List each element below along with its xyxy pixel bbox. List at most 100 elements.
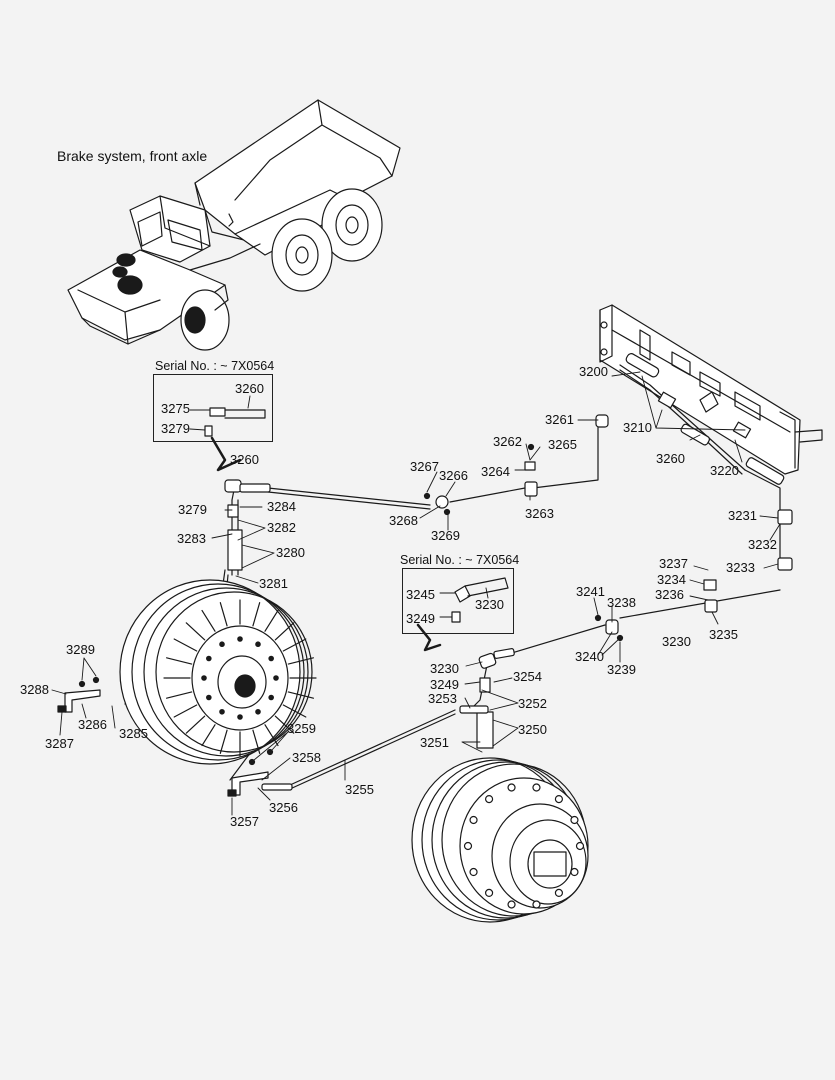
hub-bolt [255,708,261,715]
part-label: 3239 [607,662,636,677]
part-label: 3280 [276,545,305,560]
part-label: 3241 [576,584,605,599]
part-label: 3285 [119,726,148,741]
part-label: 3268 [389,513,418,528]
part-label: 3231 [728,508,757,523]
part-label: 3210 [623,420,652,435]
part-label: 3286 [78,717,107,732]
hub-bolt [201,675,207,681]
part-label: 3237 [659,556,688,571]
hub-rib [165,657,193,665]
part-label: 3249 [406,611,435,626]
part-label: 3264 [481,464,510,479]
part-label: 3252 [518,696,547,711]
hub-bolts [201,636,279,720]
part-label: 3283 [177,531,206,546]
part-label: 3257 [230,814,259,829]
part-label: 3267 [410,459,439,474]
part-label: 3232 [748,537,777,552]
hub-bolt [237,714,243,720]
hub-rib [173,704,198,718]
hub-bolts-right [463,783,585,909]
part-label: 3249 [430,677,459,692]
hub-bolt [507,783,516,792]
hub-bolt [507,900,516,909]
frame-bracket [599,304,823,475]
hub-bolt [219,641,225,648]
part-label: 3255 [345,782,374,797]
hub-bolt [206,655,212,662]
inset-mid-parts [416,577,509,652]
right-brake-hub [411,757,589,923]
part-label: 3289 [66,642,95,657]
inset-box-upper [153,374,273,442]
hub-bolt [463,841,473,851]
left-brake-hub [119,579,313,765]
hub-bolt [532,900,541,909]
hub-bolt [237,636,243,642]
part-label: 3275 [161,401,190,416]
part-label: 3279 [161,421,190,436]
inset-caption-upper: Serial No. : ~ 7X0564 [155,359,275,373]
hub-rib [201,609,216,632]
hub-rib [264,609,279,632]
part-label: 3230 [475,597,504,612]
part-label: 3238 [607,595,636,610]
hub-bolt [219,708,225,715]
hub-bolt [206,694,212,701]
part-label: 3220 [710,463,739,478]
part-label: 3251 [420,735,449,750]
hub-bolt [484,794,494,804]
fittings [125,353,793,791]
truck-illustration [67,99,401,351]
part-label: 3265 [548,437,577,452]
hub-bolt [268,694,274,701]
part-label: 3281 [259,576,288,591]
part-label: 3287 [45,736,74,751]
part-label: 3236 [655,587,684,602]
part-label: 3256 [269,800,298,815]
hub-rib [185,715,206,734]
part-label: 3284 [267,499,296,514]
hub-rib [282,704,307,718]
part-label: 3250 [518,722,547,737]
part-label: 3260 [656,451,685,466]
part-label: 3269 [431,528,460,543]
part-label: 3288 [20,682,49,697]
hub-bolt [575,841,585,851]
part-label: 3263 [525,506,554,521]
part-label: 3230 [430,661,459,676]
leader-lines [51,371,781,816]
part-label: 3235 [709,627,738,642]
part-label: 3262 [493,434,522,449]
hub-bolt [273,675,279,681]
hub-bolt [484,888,494,898]
hub-bolt [469,815,478,825]
hub-bolt [255,641,261,648]
part-label: 3282 [267,520,296,535]
hub-rib [219,729,228,754]
part-label: 3260 [235,381,264,396]
part-label: 3266 [439,468,468,483]
part-label: 3245 [406,587,435,602]
hub-rib [282,638,307,652]
diagram-title: Brake system, front axle [57,148,208,164]
part-label: 3234 [657,572,686,587]
hub-rib [287,691,315,699]
part-label: 3260 [230,452,259,467]
hub-bolt [554,888,564,898]
part-label: 3230 [662,634,691,649]
inset-top-left-parts [204,407,266,472]
part-label: 3258 [292,750,321,765]
inset-box-lower [402,568,514,634]
part-label: 3279 [178,502,207,517]
part-label: 3240 [575,649,604,664]
hub-bolt [570,867,579,877]
part-label: 3259 [287,721,316,736]
hub-rib [274,622,295,641]
hub-rib [252,729,261,754]
hub-bolt [469,867,478,877]
part-label: 3253 [428,691,457,706]
hub-bolt [570,815,579,825]
